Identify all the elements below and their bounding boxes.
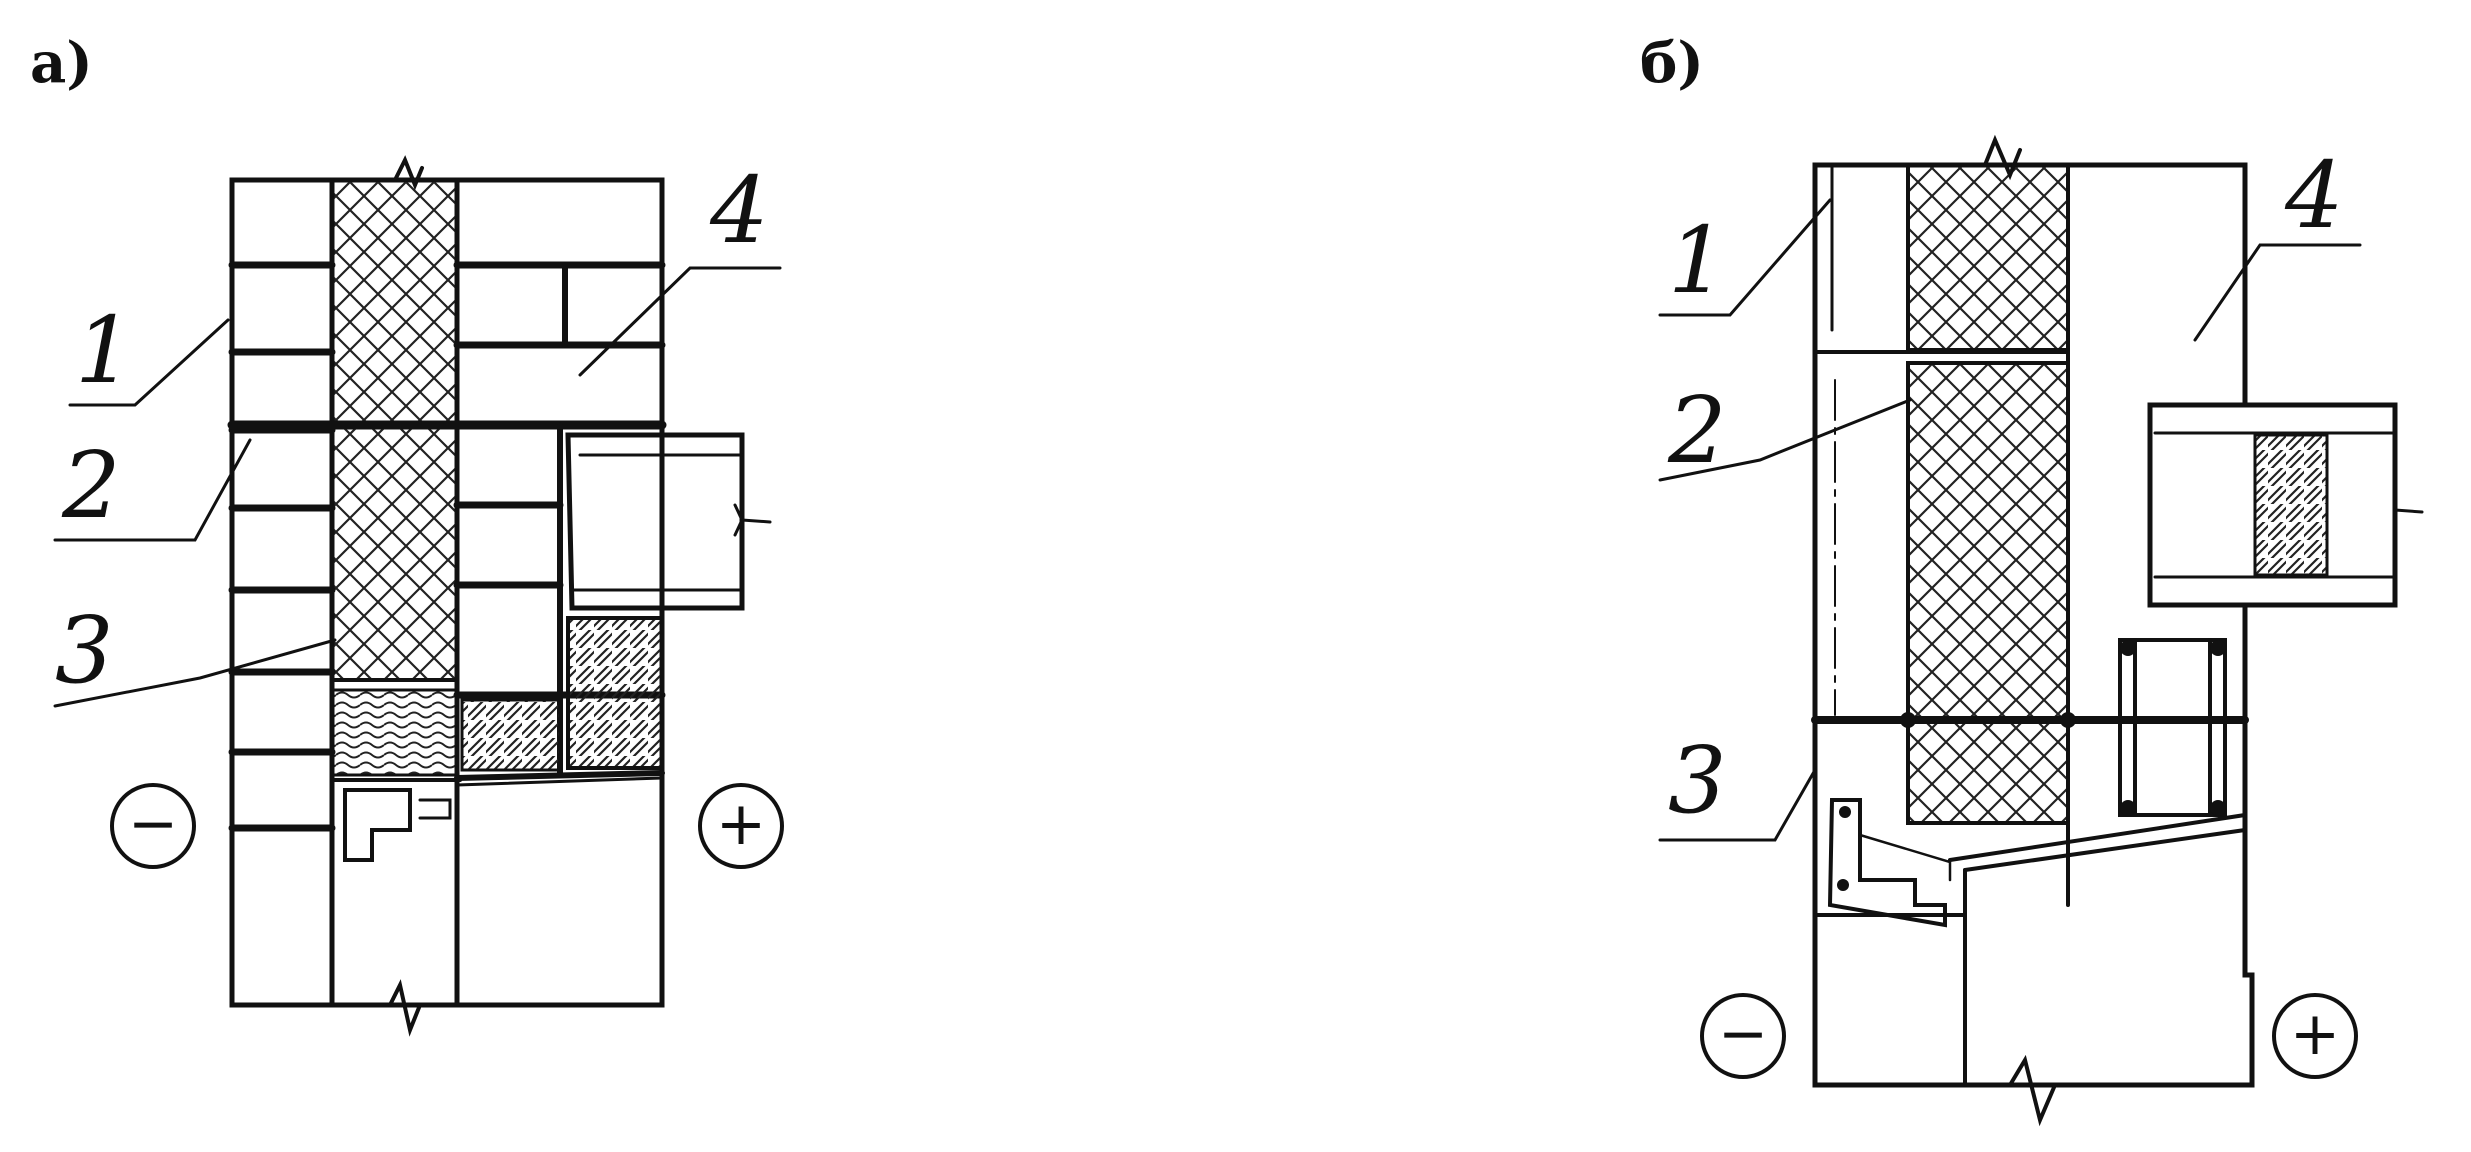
- panel-a-insulation: [330, 178, 459, 682]
- panel-b-leader-1: [1658, 198, 1832, 317]
- panel-b-leader-2: [1658, 398, 1912, 482]
- panel-a-label-4: 4: [710, 157, 769, 264]
- panel-b-leader-3: [1658, 768, 1817, 842]
- panel-a-leader-4: [578, 266, 782, 377]
- panel-b-drawing: [1658, 134, 2424, 1127]
- panel-a-seal: [330, 688, 459, 777]
- panel-a-letter: а): [30, 30, 93, 96]
- panel-b-label-2: 2: [1668, 377, 1727, 484]
- panel-b-reinforcement-cage: [2118, 638, 2227, 817]
- panel-a-label-1: 1: [75, 297, 134, 404]
- panel-a-floor-slab: [565, 432, 745, 611]
- panel-a-right-brick-courses: [453, 261, 666, 778]
- panel-a-minus-sign: −: [110, 783, 196, 869]
- panel-b-outline: [1812, 162, 2398, 1088]
- panel-b-label-1: 1: [1668, 207, 1727, 314]
- panel-b-floor-slab: [2147, 402, 2398, 608]
- panel-b-label-3: 3: [1668, 727, 1727, 834]
- panel-a-label-3: 3: [55, 597, 114, 704]
- panel-a-hatched-block: [566, 616, 664, 770]
- panel-a-left-brick-courses: [228, 261, 336, 832]
- panel-b-insulation-main: [1906, 361, 2070, 825]
- panel-b-insulation-top: [1906, 163, 2070, 352]
- panel-a-leader-1: [68, 318, 230, 407]
- panel-b-plus-sign: +: [2272, 993, 2358, 1079]
- panel-a-leader-3: [53, 638, 337, 708]
- panel-a-drawing: [53, 155, 782, 1037]
- panel-b-letter: б): [1640, 30, 1704, 96]
- panel-a-leader-2: [53, 438, 252, 542]
- panel-a-plus-sign: +: [698, 783, 784, 869]
- panel-a-label-2: 2: [62, 432, 121, 539]
- panel-b-label-4: 4: [2285, 142, 2344, 249]
- panel-b-minus-sign: −: [1700, 993, 1786, 1079]
- panel-b-leader-4: [2193, 243, 2362, 342]
